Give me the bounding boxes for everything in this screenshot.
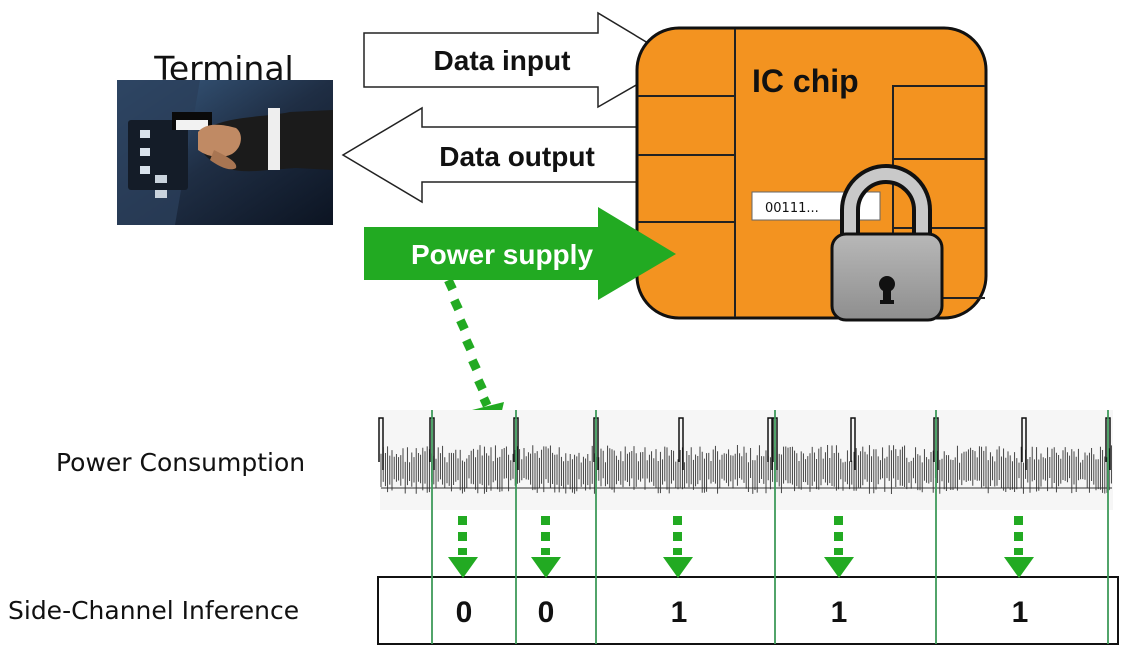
inference-arrow: [1004, 516, 1034, 578]
inferred-bit: 1: [1012, 596, 1029, 629]
inference-arrow: [531, 516, 561, 578]
data-output-arrow: Data output: [341, 106, 656, 204]
inferred-bit: 1: [831, 596, 848, 629]
inference-label: Side-Channel Inference: [8, 596, 299, 625]
inferred-bit: 0: [538, 596, 555, 629]
segment-dividers: [431, 410, 1109, 644]
inference-arrow: [663, 516, 693, 578]
data-input-arrow: Data input: [363, 11, 680, 109]
inferred-bit: 1: [671, 596, 688, 629]
inferred-bit: 0: [456, 596, 473, 629]
data-input-label: Data input: [434, 45, 571, 76]
inference-arrows: [448, 516, 1034, 578]
power-supply-arrow: Power supply: [364, 207, 676, 300]
padlock-icon: [830, 164, 944, 322]
power-supply-label: Power supply: [411, 239, 593, 270]
atm-photo: [117, 80, 333, 225]
chip-title: IC chip: [752, 63, 859, 99]
inference-box: [377, 576, 1119, 645]
data-output-label: Data output: [439, 141, 595, 172]
inference-arrow: [448, 516, 478, 578]
inference-arrow: [824, 516, 854, 578]
power-trace: [378, 410, 1113, 510]
secret-value: 00111...: [765, 201, 819, 216]
inferred-bits: 0 0 1 1 1: [456, 596, 1029, 629]
power-consumption-label: Power Consumption: [56, 448, 305, 477]
